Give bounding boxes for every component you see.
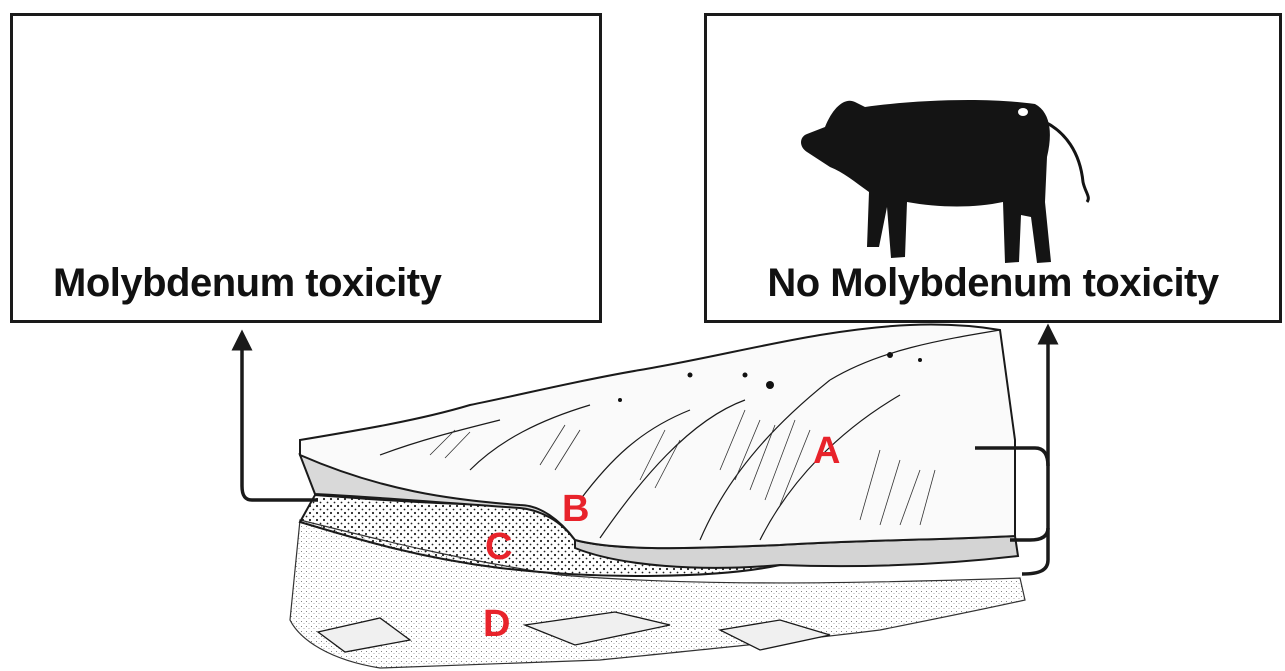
marker-b: B — [562, 490, 589, 528]
panel-no-molybdenum-toxicity: No Molybdenum toxicity — [704, 13, 1282, 323]
marker-c: C — [485, 528, 512, 566]
arrow-left — [242, 340, 318, 500]
caption-no-molybdenum-toxicity: No Molybdenum toxicity — [707, 261, 1279, 306]
marker-d: D — [483, 605, 510, 643]
marker-a: A — [813, 432, 840, 470]
panel-molybdenum-toxicity: Molybdenum toxicity — [10, 13, 602, 323]
caption-molybdenum-toxicity: Molybdenum toxicity — [13, 261, 599, 306]
